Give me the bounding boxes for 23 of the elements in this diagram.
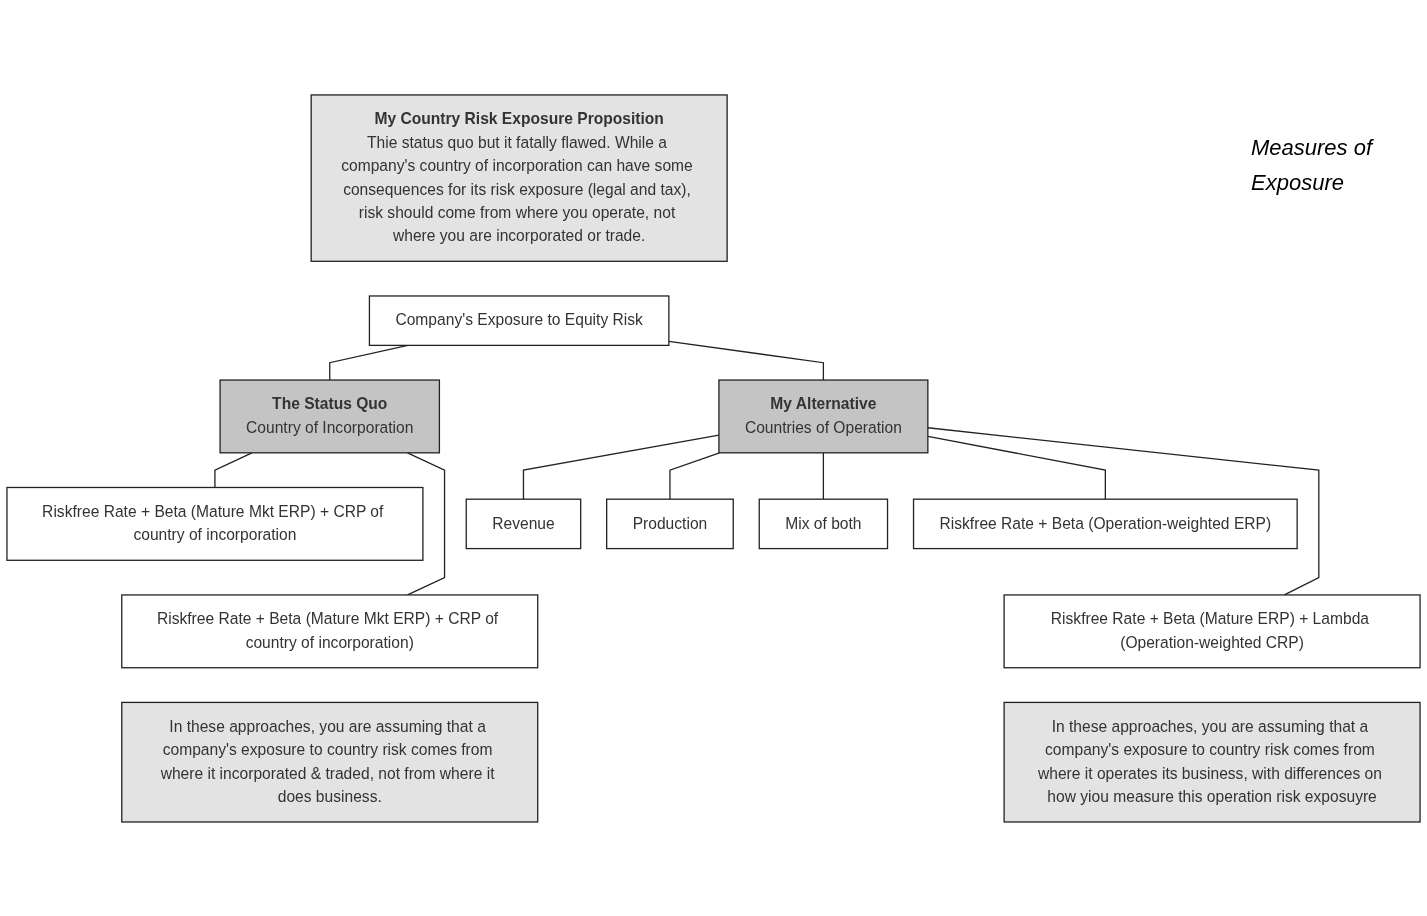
connector: [406, 451, 446, 596]
node-box: Mix of both: [758, 498, 889, 549]
node-box: My Country Risk Exposure Proposition Thie status quo but it fatally flawed. While a company's country of incorporation can have some consequences for its risk exposure (legal and tax), risk should come from where you operate, not where you are incorporated or trade.: [310, 93, 728, 262]
node-box: Production: [606, 498, 734, 549]
connector: [822, 451, 825, 500]
node-box: My Alternative Countries of Operation: [718, 378, 929, 453]
node-box: Riskfree Rate + Beta (Mature Mkt ERP) + CRP of country of incorporation): [121, 593, 539, 668]
column-heading: Measures of Exposure: [1251, 134, 1375, 198]
connector: [329, 344, 409, 381]
node-box: In these approaches, you are assuming that a company's exposure to country risk comes from where it incorporated & traded, not from where it does business.: [121, 701, 539, 823]
node-box: Company's Exposure to Equity Risk: [368, 294, 670, 346]
node-box: The Status Quo Country of Incorporation: [219, 378, 441, 453]
node-box: In these approaches, you are assuming that a company's exposure to country risk comes from where it operates its business, with differences on how yiou measure this operation risk exposuyre: [1003, 701, 1421, 823]
connector: [927, 426, 1320, 596]
node-box: Riskfree Rate + Beta (Mature Mkt ERP) + CRP of country of incorporation: [6, 486, 424, 561]
connector: [927, 435, 1106, 500]
connector: [522, 434, 720, 500]
node-box: Riskfree Rate + Beta (Operation-weighted ERP): [912, 498, 1298, 549]
connector: [214, 451, 253, 488]
node-box: Riskfree Rate + Beta (Mature ERP) + Lambda (Operation-weighted CRP): [1003, 593, 1421, 668]
connector: [668, 340, 825, 381]
connector: [669, 451, 721, 500]
node-box: Revenue: [465, 498, 582, 549]
